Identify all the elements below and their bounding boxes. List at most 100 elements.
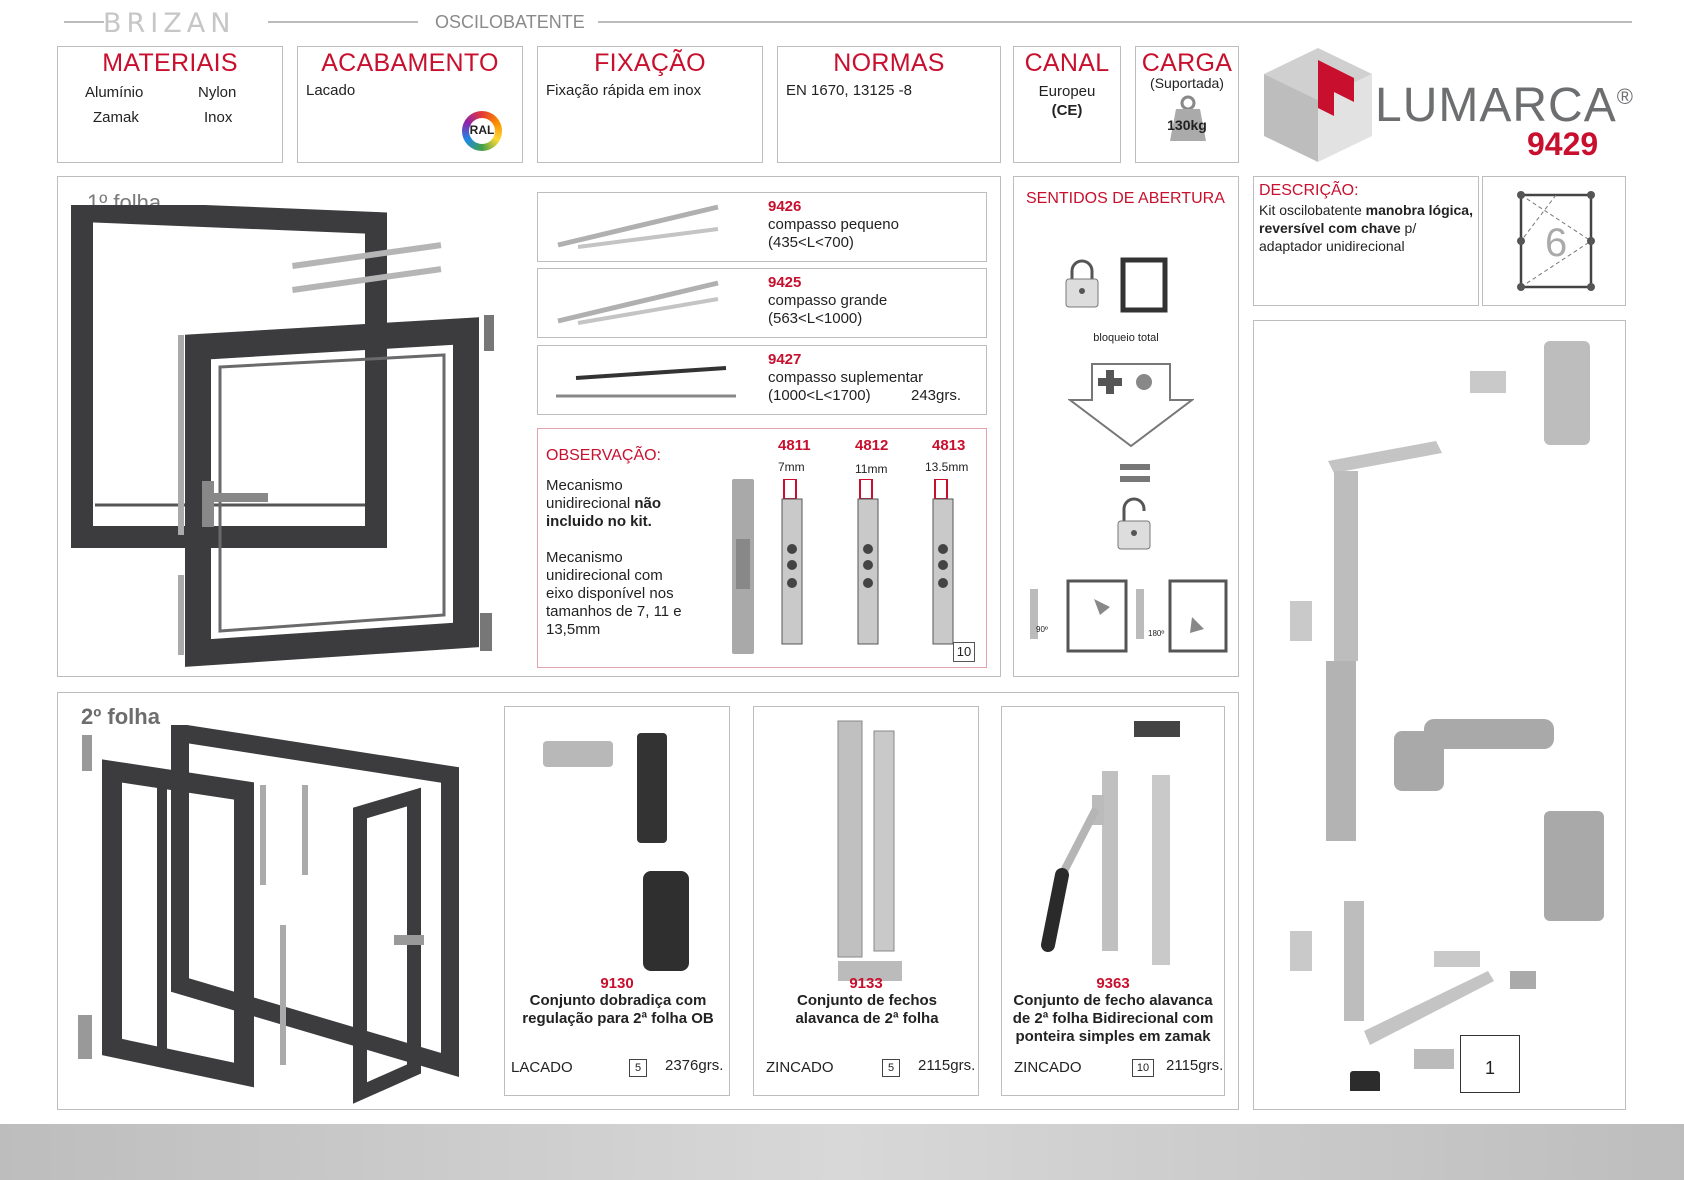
compasso-weight: 243grs. — [911, 387, 962, 404]
material-item: Nylon — [198, 84, 237, 101]
kit-parts-illustration — [1290, 341, 1604, 1091]
product-code: 9133 — [849, 975, 883, 992]
double-window-diagram — [78, 725, 459, 1104]
kit-qty-label: 1 — [1484, 1058, 1495, 1078]
brand-logo: BRIZAN — [103, 8, 236, 39]
mechanism-main-icon — [732, 479, 754, 654]
compasso-name: compasso grande — [768, 292, 888, 309]
product-code: 9429 — [1527, 126, 1599, 162]
product-weight: 2376grs. — [665, 1057, 724, 1074]
compasso-9426: 9426 compasso pequeno (435<L<700) — [537, 192, 987, 262]
spec-fixacao-value: Fixação rápida em inox — [546, 82, 702, 99]
sentidos-title: SENTIDOS DE ABERTURA — [1026, 190, 1225, 207]
deg-90-label: 90º — [1036, 625, 1048, 634]
compasso-range: (563<L<1000) — [768, 310, 863, 327]
product-card-9133: 9133 Conjunto de fechos alavanca de 2ª f… — [753, 706, 979, 1096]
opening-sides-number: 6 — [1545, 221, 1568, 265]
descricao-t3: p/ adaptador unidirecional — [1259, 220, 1417, 254]
product-desc: Conjunto de fecho alavanca de 2ª folha B… — [1012, 992, 1214, 1045]
product-finish: ZINCADO — [1014, 1059, 1082, 1076]
spec-materiais-title: MATERIAIS — [102, 49, 238, 77]
arrow-down-icon — [1068, 363, 1194, 448]
product-finish: ZINCADO — [766, 1059, 834, 1076]
compasso-9427: 9427 compasso suplementar (1000<L<1700) … — [537, 345, 987, 415]
lumarca-name: LUMARCA — [1375, 79, 1617, 132]
tilt-opening-icon — [1030, 579, 1128, 653]
product-card-9363: 9363 Conjunto de fecho alavanca de 2ª fo… — [1001, 706, 1225, 1096]
lever-lock-set-icon — [837, 720, 902, 981]
descricao-t1: Kit oscilobatente — [1259, 202, 1366, 218]
spec-canal-value: Europeu — [1038, 83, 1096, 100]
equals-icon — [1120, 464, 1150, 470]
product-qty-box-icon: 5 — [882, 1059, 900, 1077]
mech-code: 4813 — [932, 437, 966, 454]
spec-canal-title: CANAL — [1024, 49, 1110, 77]
opening-sides-icon — [1517, 191, 1595, 291]
observacao-p1a: Mecanismo unidirecional — [546, 477, 635, 512]
descricao-text: Kit oscilobatente manobra lógica, revers… — [1259, 201, 1479, 255]
hinge-set-icon — [543, 733, 689, 971]
lumarca-wordmark: LUMARCA® — [1375, 78, 1634, 133]
spec-materiais: MATERIAIS Alumínio Nylon Zamak Inox — [57, 46, 283, 163]
product-weight: 2115grs. — [1166, 1057, 1224, 1074]
spec-canal: CANAL Europeu (CE) — [1013, 46, 1121, 163]
panel-opening-sides: 6 — [1482, 176, 1626, 306]
product-qty-box-icon: 5 — [629, 1059, 647, 1077]
spec-normas: NORMAS EN 1670, 13125 -8 — [777, 46, 1001, 163]
panel-kit-parts: 1 — [1253, 320, 1626, 1110]
mech-code: 4811 — [778, 437, 811, 454]
spec-fixacao: FIXAÇÃO Fixação rápida em inox — [537, 46, 763, 163]
spec-acabamento-value: Lacado — [306, 82, 356, 99]
lumarca-cube-logo — [1264, 48, 1372, 162]
spec-carga-sub: (Suportada) — [1150, 75, 1224, 91]
product-weight: 2115grs. — [918, 1057, 976, 1074]
product-desc: Conjunto dobradiça com regulação para 2ª… — [522, 992, 714, 1027]
panel-sentidos: SENTIDOS DE ABERTURA bloqueio total 90º … — [1013, 176, 1239, 677]
product-code: 9363 — [1096, 975, 1130, 992]
ral-badge-label: RAL — [469, 123, 495, 137]
equals-icon-bar — [1120, 476, 1150, 482]
observacao-title: OBSERVAÇÃO: — [546, 447, 661, 464]
spec-carga-title: CARGA — [1141, 49, 1233, 77]
deg-180-label: 180º — [1148, 629, 1165, 638]
padlock-open-icon — [1117, 497, 1151, 550]
compasso-code: 9425 — [768, 274, 802, 291]
header-line-right — [598, 21, 1632, 23]
spec-acabamento-title: ACABAMENTO — [321, 49, 499, 77]
compasso-code: 9427 — [768, 351, 802, 368]
product-desc: Conjunto de fechos alavanca de 2ª folha — [795, 992, 939, 1027]
mech-size: 13.5mm — [925, 460, 969, 474]
header-subtitle: OSCILOBATENTE — [435, 12, 585, 32]
compasso-small-icon — [557, 204, 719, 249]
padlock-closed-icon — [1065, 259, 1099, 308]
mech-size: 7mm — [778, 460, 805, 474]
lumarca-reg: ® — [1616, 84, 1634, 109]
weight-icon — [1170, 95, 1206, 141]
qty-box-icon: 10 — [953, 642, 975, 662]
ral-badge-icon: RAL — [462, 111, 502, 151]
mech-code: 4812 — [855, 437, 889, 454]
spec-normas-value: EN 1670, 13125 -8 — [786, 82, 912, 99]
descricao-t2: manobra lógica, reversível com chave — [1259, 202, 1473, 236]
spec-carga: CARGA (Suportada) 130kg — [1135, 46, 1239, 163]
material-item: Zamak — [93, 109, 139, 126]
product-card-9130: 9130 Conjunto dobradiça com regulação pa… — [504, 706, 730, 1096]
spec-normas-title: NORMAS — [833, 49, 945, 77]
compasso-name: compasso suplementar — [768, 369, 924, 386]
footer-bar — [0, 1124, 1684, 1180]
folha2-title: 2º folha — [81, 704, 160, 729]
mech-4813-icon — [932, 479, 954, 645]
compasso-9425: 9425 compasso grande (563<L<1000) — [537, 268, 987, 338]
compasso-supplementary-icon — [556, 366, 736, 398]
spec-canal-value2: (CE) — [1051, 102, 1083, 119]
mech-size: 11mm — [855, 462, 888, 476]
bloqueio-label: bloqueio total — [1093, 332, 1159, 344]
descricao-title: DESCRIÇÃO: — [1259, 182, 1359, 199]
mech-4812-icon — [857, 479, 879, 645]
kit-qty-box-icon: 1 — [1460, 1035, 1520, 1093]
mech-4811-icon — [781, 479, 803, 645]
product-code: 9130 — [600, 975, 634, 992]
material-item: Alumínio — [85, 84, 144, 101]
compasso-name: compasso pequeno — [768, 216, 899, 233]
header-line-left — [64, 21, 104, 23]
